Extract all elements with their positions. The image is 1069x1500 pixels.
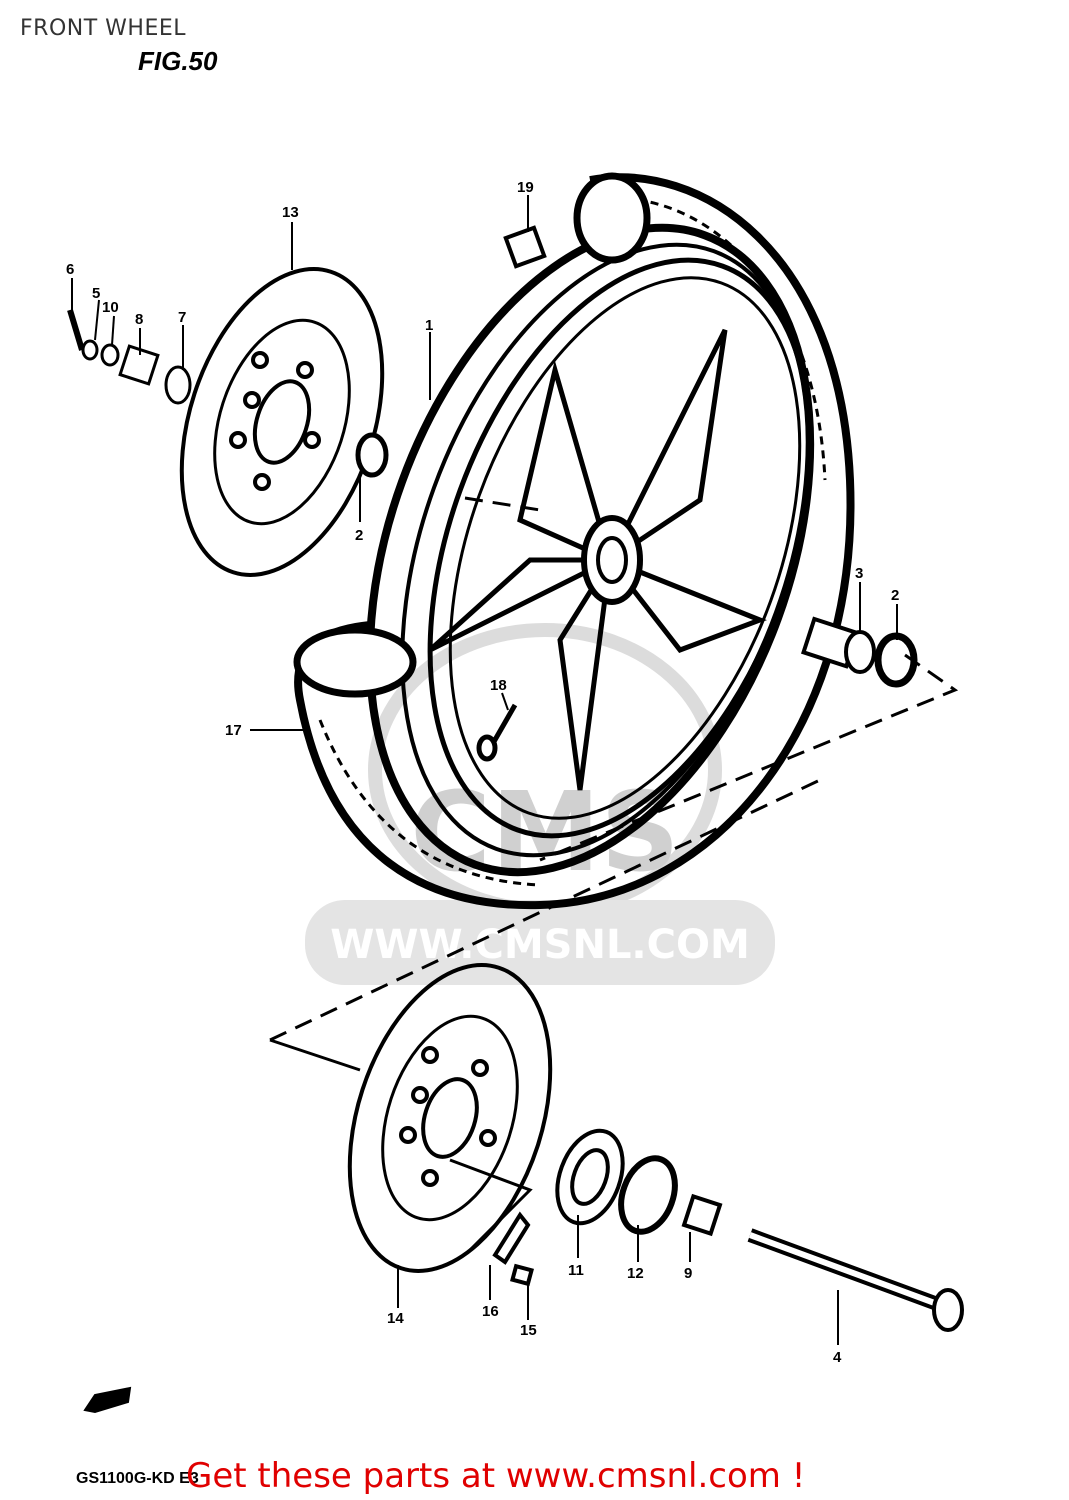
callout-8: 8 bbox=[135, 311, 143, 328]
callout-5: 5 bbox=[92, 285, 100, 302]
callout-9: 9 bbox=[684, 1265, 692, 1282]
callout-12: 12 bbox=[627, 1265, 644, 1282]
left-hardware bbox=[67, 309, 192, 405]
direction-arrow-icon bbox=[83, 1386, 132, 1414]
callout-7: 7 bbox=[178, 309, 186, 326]
lower-brake-disc bbox=[347, 963, 553, 1273]
tire-section-top bbox=[573, 172, 651, 264]
air-valve bbox=[476, 703, 518, 762]
figure-label: FIG.50 bbox=[138, 46, 218, 76]
tire bbox=[293, 172, 855, 910]
model-code: GS1100G-KD E3 bbox=[76, 1470, 199, 1487]
callout-14: 14 bbox=[387, 1310, 404, 1327]
right-hardware bbox=[800, 616, 918, 688]
callout-15: 15 bbox=[520, 1322, 537, 1339]
callout-numbers: 1 2 2 3 4 5 6 7 8 9 10 11 12 13 14 15 16… bbox=[66, 179, 899, 1366]
callout-3: 3 bbox=[855, 565, 863, 582]
watermark-bar bbox=[305, 900, 775, 985]
callout-6: 6 bbox=[66, 261, 74, 278]
tire-section-bottom bbox=[293, 626, 417, 698]
upper-brake-disc bbox=[179, 267, 385, 577]
callout-2-right: 2 bbox=[891, 587, 899, 604]
callout-10: 10 bbox=[102, 299, 119, 316]
lower-hardware bbox=[492, 1128, 964, 1332]
callout-18: 18 bbox=[490, 677, 507, 694]
callout-4: 4 bbox=[833, 1349, 842, 1366]
watermark: CMS WWW.CMSNL.COM bbox=[305, 623, 775, 985]
watermark-logo: CMS bbox=[410, 768, 679, 896]
watermark-url: WWW.CMSNL.COM bbox=[330, 922, 750, 968]
parts-link[interactable]: Get these parts at www.cmsnl.com ! bbox=[186, 1456, 806, 1496]
callout-leaders bbox=[71, 195, 898, 1345]
callout-19: 19 bbox=[517, 179, 534, 196]
page-title: FRONT WHEEL bbox=[20, 16, 186, 41]
callout-2-left: 2 bbox=[355, 527, 363, 544]
callout-17: 17 bbox=[225, 722, 242, 739]
callout-16: 16 bbox=[482, 1303, 499, 1320]
wheel-rim bbox=[365, 223, 815, 877]
balance-weight bbox=[503, 225, 547, 269]
callout-11: 11 bbox=[568, 1262, 584, 1279]
left-bearing bbox=[355, 432, 389, 478]
callout-13: 13 bbox=[282, 204, 299, 221]
callout-1: 1 bbox=[425, 317, 433, 334]
